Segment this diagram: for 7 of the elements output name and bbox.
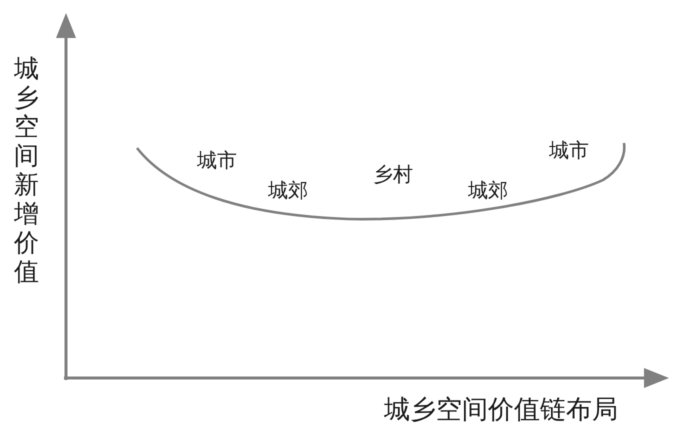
curve-label: 城郊 xyxy=(268,180,308,200)
x-axis-label: 城乡空间价值链布局 xyxy=(384,397,618,423)
curve-label: 城市 xyxy=(197,150,237,170)
y-axis-label: 城乡空间新增价值 xyxy=(14,54,39,286)
curve-label: 城郊 xyxy=(468,180,508,200)
curve-label: 城市 xyxy=(549,140,589,160)
curve-label: 乡村 xyxy=(373,164,413,184)
